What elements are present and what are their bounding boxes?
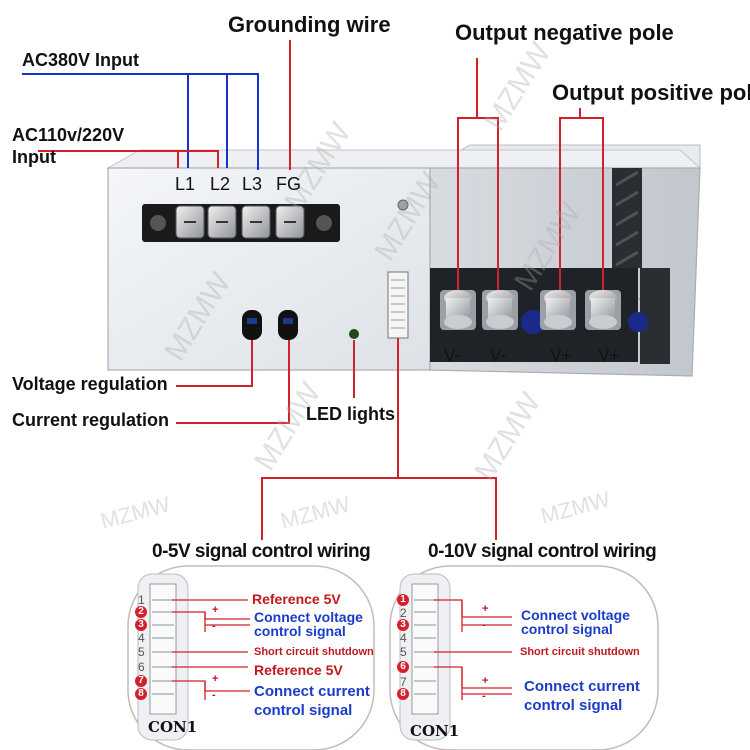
pin-6: 6 bbox=[397, 661, 409, 673]
pin-2: 2 bbox=[400, 606, 407, 620]
ac110-label: AC110v/220V Input bbox=[12, 124, 124, 168]
grounding-wire-label: Grounding wire bbox=[228, 12, 391, 37]
ac380-label: AC380V Input bbox=[22, 50, 140, 70]
minus-sign: - bbox=[482, 690, 486, 702]
output-terminal-screws bbox=[440, 290, 621, 330]
reference-5v-label: Reference 5V bbox=[254, 662, 343, 678]
output-negative-label: Output negative pole bbox=[455, 20, 674, 45]
pin-6: 6 bbox=[138, 660, 145, 674]
output-terminal-3: V+ bbox=[550, 346, 572, 365]
pin-4: 4 bbox=[138, 631, 145, 645]
pin-7: 7 bbox=[400, 675, 407, 689]
voltage-signal-line1: Connect voltage bbox=[254, 609, 363, 625]
current-signal-line1: Connect current bbox=[254, 683, 370, 700]
ac380-wire bbox=[22, 73, 259, 170]
ac110-label-line2: Input bbox=[12, 147, 56, 167]
voltage-signal-label: Connect voltage control signal bbox=[521, 608, 630, 636]
pin-5: 5 bbox=[138, 645, 145, 659]
panel-5v-shape bbox=[127, 565, 375, 750]
current-signal-label: Connect current control signal bbox=[524, 677, 640, 715]
pin-3: 3 bbox=[135, 619, 147, 631]
led-indicator bbox=[349, 329, 359, 339]
shutdown-label: Short circuit shutdown bbox=[254, 646, 374, 658]
pin-4: 4 bbox=[400, 631, 407, 645]
pin-3: 3 bbox=[397, 619, 409, 631]
pin-5: 5 bbox=[400, 645, 407, 659]
voltage-signal-line2: control signal bbox=[521, 621, 613, 637]
reference-5v-label: Reference 5V bbox=[252, 591, 341, 607]
current-signal-label: Connect current control signal bbox=[254, 682, 370, 720]
negative-wire bbox=[457, 58, 499, 290]
voltage-potentiometer bbox=[242, 310, 262, 340]
minus-sign: - bbox=[482, 619, 486, 631]
led-lights-label: LED lights bbox=[306, 404, 395, 424]
pin-7: 7 bbox=[135, 675, 147, 687]
current-signal-line1: Connect current bbox=[524, 678, 640, 695]
current-potentiometer bbox=[278, 310, 298, 340]
current-regulation-label: Current regulation bbox=[12, 410, 170, 430]
plus-sign: + bbox=[482, 675, 489, 687]
ac110-label-line1: AC110v/220V bbox=[12, 125, 125, 145]
minus-sign: - bbox=[212, 689, 216, 701]
pin-2: 2 bbox=[135, 606, 147, 618]
pin-8: 8 bbox=[397, 688, 409, 700]
pin-1: 1 bbox=[397, 594, 409, 606]
connector-label: CON1 bbox=[410, 722, 460, 740]
output-terminal-4: V+ bbox=[598, 346, 620, 365]
panel-5v-title: 0-5V signal control wiring bbox=[152, 541, 371, 562]
panel-10v-shape bbox=[389, 565, 659, 750]
output-terminal-2: V- bbox=[490, 346, 507, 365]
terminal-l2: L2 bbox=[210, 174, 231, 194]
connector-label: CON1 bbox=[148, 718, 198, 736]
voltage-signal-line2: control signal bbox=[254, 623, 346, 639]
input-terminal-block bbox=[142, 204, 340, 242]
current-signal-line2: control signal bbox=[254, 702, 353, 719]
pin-8: 8 bbox=[135, 688, 147, 700]
current-signal-line2: control signal bbox=[524, 697, 623, 714]
plus-sign: + bbox=[212, 604, 219, 616]
shutdown-label: Short circuit shutdown bbox=[520, 646, 640, 658]
plus-sign: + bbox=[212, 673, 219, 685]
terminal-l3: L3 bbox=[242, 174, 263, 194]
output-terminal-1: V- bbox=[444, 346, 461, 365]
voltage-signal-label: Connect voltage control signal bbox=[254, 610, 363, 638]
positive-wire bbox=[559, 108, 604, 290]
pin-1: 1 bbox=[138, 593, 145, 607]
ac110-wire bbox=[38, 150, 219, 168]
front-panel bbox=[107, 167, 431, 371]
terminal-l1: L1 bbox=[175, 174, 196, 194]
voltage-signal-line1: Connect voltage bbox=[521, 607, 630, 623]
voltage-regulation-label: Voltage regulation bbox=[12, 374, 168, 394]
panel-10v-title: 0-10V signal control wiring bbox=[428, 541, 657, 562]
plus-sign: + bbox=[482, 603, 489, 615]
output-positive-label: Output positive pole bbox=[552, 80, 750, 105]
minus-sign: - bbox=[212, 620, 216, 632]
terminal-fg: FG bbox=[276, 174, 301, 194]
